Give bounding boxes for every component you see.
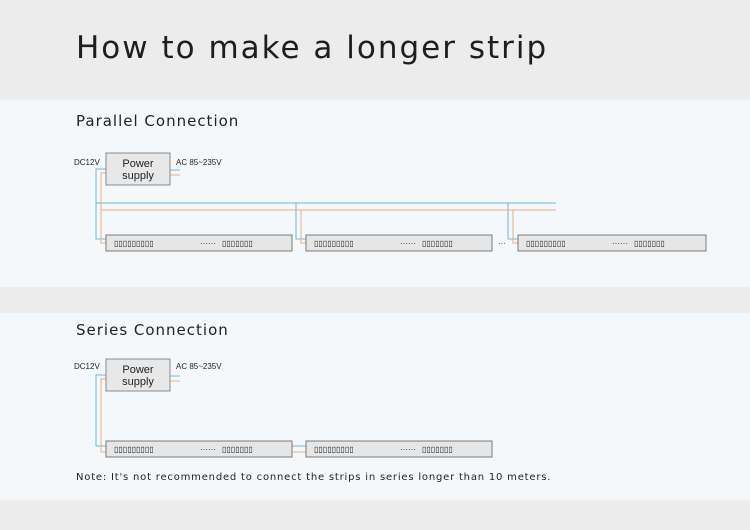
parallel-blue-wire <box>95 168 556 240</box>
series-blue-wire <box>95 374 108 447</box>
section-divider <box>0 287 750 313</box>
series-psu-line1: Power <box>122 364 154 376</box>
strip-leds-right: ▯▯▯▯▯▯▯ <box>222 445 253 454</box>
series-wires <box>95 374 308 453</box>
strip-leds-left: ▯▯▯▯▯▯▯▯▯ <box>114 445 154 454</box>
parallel-power-supply: Power supply <box>105 152 171 186</box>
series-note: Note: It's not recommended to connect th… <box>76 472 552 483</box>
bottom-band <box>0 500 750 530</box>
parallel-ac-label: AC 85~235V <box>176 158 222 167</box>
series-ac-label: AC 85~235V <box>176 362 222 371</box>
parallel-orange-wire <box>100 172 556 244</box>
series-strip-1: ▯▯▯▯▯▯▯▯▯ ······ ▯▯▯▯▯▯▯ <box>105 440 293 458</box>
strip-leds-left: ▯▯▯▯▯▯▯▯▯ <box>114 239 154 248</box>
series-heading: Series Connection <box>76 321 229 339</box>
title-band: How to make a longer strip <box>0 0 750 100</box>
parallel-wires <box>95 168 556 244</box>
series-orange-wire <box>100 378 108 453</box>
strip-ellipsis: ······ <box>612 239 628 248</box>
parallel-psu-line2: supply <box>122 170 154 182</box>
parallel-strip-3: ▯▯▯▯▯▯▯▯▯ ······ ▯▯▯▯▯▯▯ <box>517 234 707 252</box>
strip-leds-left: ▯▯▯▯▯▯▯▯▯ <box>314 445 354 454</box>
strip-ellipsis: ······ <box>200 239 216 248</box>
parallel-strip-2: ▯▯▯▯▯▯▯▯▯ ······ ▯▯▯▯▯▯▯ <box>305 234 493 252</box>
series-dc-label: DC12V <box>74 362 100 371</box>
strip-leds-right: ▯▯▯▯▯▯▯ <box>222 239 253 248</box>
parallel-psu-line1: Power <box>122 158 154 170</box>
series-strip-2: ▯▯▯▯▯▯▯▯▯ ······ ▯▯▯▯▯▯▯ <box>305 440 493 458</box>
series-psu-line2: supply <box>122 376 154 388</box>
strip-ellipsis: ······ <box>400 445 416 454</box>
parallel-dc-label: DC12V <box>74 158 100 167</box>
parallel-strip-1: ▯▯▯▯▯▯▯▯▯ ······ ▯▯▯▯▯▯▯ <box>105 234 293 252</box>
strip-leds-right: ▯▯▯▯▯▯▯ <box>422 239 453 248</box>
series-panel: Series Connection DC12V AC 85~235V Power… <box>0 313 750 500</box>
series-diagram: DC12V AC 85~235V Power supply ▯▯▯▯▯▯▯▯▯ … <box>74 358 493 458</box>
strip-leds-right: ▯▯▯▯▯▯▯ <box>422 445 453 454</box>
page-title: How to make a longer strip <box>76 30 549 66</box>
parallel-panel: Parallel Connection DC12V AC 85~235V Pow… <box>0 100 750 287</box>
strip-ellipsis: ······ <box>400 239 416 248</box>
parallel-heading: Parallel Connection <box>76 112 240 130</box>
strip-leds-right: ▯▯▯▯▯▯▯ <box>634 239 665 248</box>
series-power-supply: Power supply <box>105 358 171 392</box>
strip-leds-left: ▯▯▯▯▯▯▯▯▯ <box>526 239 566 248</box>
strip-ellipsis: ······ <box>200 445 216 454</box>
between-strips-ellipsis: ··· <box>498 239 506 248</box>
parallel-diagram: DC12V AC 85~235V Power supply ▯▯▯▯▯▯▯▯▯ … <box>74 152 707 252</box>
strip-leds-left: ▯▯▯▯▯▯▯▯▯ <box>314 239 354 248</box>
